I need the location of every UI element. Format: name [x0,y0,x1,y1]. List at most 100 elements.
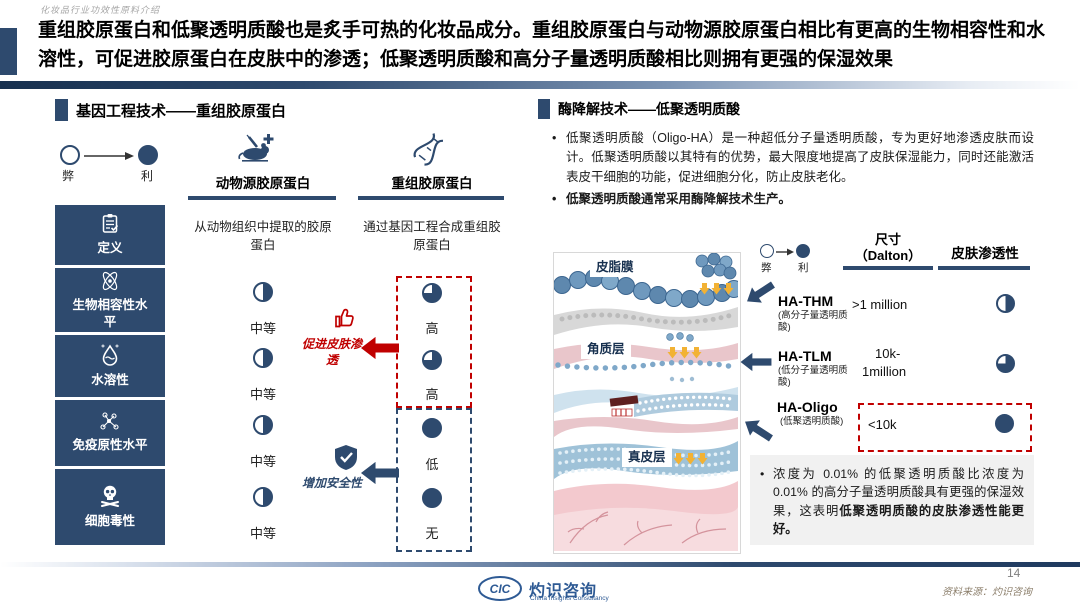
oligo-highlight-box [858,403,1032,452]
row-label-cytotoxicity: 细胞毒性 [55,469,165,545]
molecule-icon [100,412,119,430]
ha-oligo-permeability-rating [995,414,1014,433]
shield-check-icon [335,445,357,470]
column-underline [938,266,1030,270]
increase-safety-note: 增加安全性 [301,476,362,490]
size-column-header: 尺寸 （Dalton） [854,232,922,264]
legend-arrow-icon [84,152,134,160]
note-text: 浓度为 0.01% 的低聚透明质酸比浓度为 0.01% 的高分子量透明质酸具有更… [760,465,1024,539]
permeability-column-header: 皮肤渗透性 [951,246,1019,261]
ha-thm-size: >1 million [852,297,908,312]
droplet-icon [101,344,119,367]
promote-penetration-note: 促进皮肤渗透 [301,337,362,368]
column-underline [358,196,504,200]
ha-oligo-size: <10k [868,417,897,432]
thumbs-up-icon [335,308,354,328]
row-label-biocompatibility: 生物相容性水平 [55,268,165,332]
title-accent-bar [0,28,17,75]
eyebrow-text: 化妆品行业功效性原料介绍 [40,5,161,15]
ha-tlm-size-line2: 1million [862,364,907,379]
column-underline [843,266,933,270]
animal-solubility-rating [253,348,273,368]
red-left-arrow-icon [361,336,399,360]
slide-title: 重组胶原蛋白和低聚透明质酸也是炙手可热的化妆品成分。重组胶原蛋白与动物源胶原蛋白… [38,20,1046,70]
page-number: 14 [1007,566,1021,580]
animal-cytotoxicity-label: 中等 [249,526,276,541]
animal-solubility-label: 中等 [249,387,276,402]
advantage-highlight-box [396,276,472,408]
recombinant-biocompatibility-label: 高 [425,321,439,336]
row-label-definition: 定义 [55,205,165,265]
skin-layer-label-stratum: 角质层 [581,340,631,359]
blue-left-arrow-icon [361,461,399,485]
row-label-immunogenicity: 免疫原性水平 [55,400,165,466]
recombinant-cytotoxicity-label: 无 [425,526,439,541]
ha-thm-name: HA-THM [778,293,834,309]
skin-layer-label-dermis: 真皮层 [622,448,672,467]
row-label-water-solubility: 水溶性 [55,335,165,397]
moisturizing-note-box: 浓度为 0.01% 的低聚透明质酸比浓度为 0.01% 的高分子量透明质酸具有更… [750,455,1034,545]
legend-bad-label: 弊 [761,262,772,274]
animal-immunogenicity-rating [253,415,273,435]
svg-text:CIC: CIC [490,582,511,596]
ha-oligo-subtitle: (低聚透明质酸) [780,416,844,427]
animal-cytotoxicity-rating [253,487,273,507]
logo-company-subtitle: China Insights Consultancy [530,595,609,602]
legend-good-icon [138,145,158,165]
recombinant-cytotoxicity-rating [422,488,442,508]
ha-tlm-name: HA-TLM [778,348,832,364]
ha-thm-permeability-rating [996,294,1015,313]
legend-good-label: 利 [141,169,154,183]
ha-thm-subtitle: (高分子量透明质酸) [778,310,848,333]
recombinant-collagen-column-header: 重组胶原蛋白 [391,176,473,191]
oligo-ha-bullets: 低聚透明质酸（Oligo-HA）是一种超低分子量透明质酸，专为更好地渗透皮肤而设… [552,129,1034,210]
recombinant-immunogenicity-label: 低 [425,457,439,472]
skin-layer-diagram [553,252,741,554]
animal-definition-cell: 从动物组织中提取的胶原蛋白 [194,220,332,253]
ha-oligo-name: HA-Oligo [777,399,838,415]
skin-layer-label-sebum: 皮脂膜 [590,258,640,277]
legend-bad-icon [60,145,80,165]
animal-collagen-column-header: 动物源胶原蛋白 [215,176,311,191]
ha-tlm-size-line1: 10k- [875,346,901,361]
right-section-header: 酶降解技术——低聚透明质酸 [538,99,740,119]
recombinant-solubility-rating [422,350,442,370]
mouse-syringe-icon [238,134,274,162]
recombinant-definition-cell: 通过基因工程合成重组胶原蛋白 [363,220,501,253]
legend-bad-label: 弊 [62,169,75,183]
arrow-to-sebum-icon [747,281,775,303]
section-square-icon [55,99,68,121]
section-square-icon [538,99,550,119]
recombinant-immunogenicity-rating [422,418,442,438]
source-note: 资料来源：灼识咨询 [942,587,1032,598]
header-divider [0,81,1080,89]
skin-diagram-art [554,253,738,551]
bullet-item: 低聚透明质酸通常采用酶降解技术生产。 [552,190,1034,210]
animal-immunogenicity-label: 中等 [249,454,276,469]
ha-tlm-subtitle: (低分子量透明质酸) [778,365,848,388]
legend-arrow-icon [776,248,794,256]
left-section-header: 基因工程技术——重组胶原蛋白 [55,99,286,121]
ha-tlm-permeability-rating [996,354,1015,373]
arrow-to-dermis-icon [745,420,773,442]
safety-highlight-box [396,408,472,552]
legend-bad-icon [760,244,774,258]
clipboard-icon [102,214,119,234]
legend-good-label: 利 [798,262,809,274]
legend-good-icon [796,244,810,258]
skull-icon [101,486,119,508]
dna-icon [413,133,444,166]
recombinant-solubility-label: 高 [425,387,439,402]
right-section-title: 酶降解技术——低聚透明质酸 [558,101,740,117]
bullet-item: 低聚透明质酸（Oligo-HA）是一种超低分子量透明质酸，专为更好地渗透皮肤而设… [552,129,1034,187]
cic-logo-icon: CIC [478,576,522,601]
atom-icon [102,272,118,291]
column-underline [188,196,336,200]
animal-biocompatibility-label: 中等 [249,321,276,336]
logo-company-name: 灼识咨询 [529,583,598,600]
arrow-to-stratum-icon [740,352,772,372]
animal-biocompatibility-rating [253,282,273,302]
recombinant-biocompatibility-rating [422,283,442,303]
left-section-title: 基因工程技术——重组胶原蛋白 [76,102,287,120]
